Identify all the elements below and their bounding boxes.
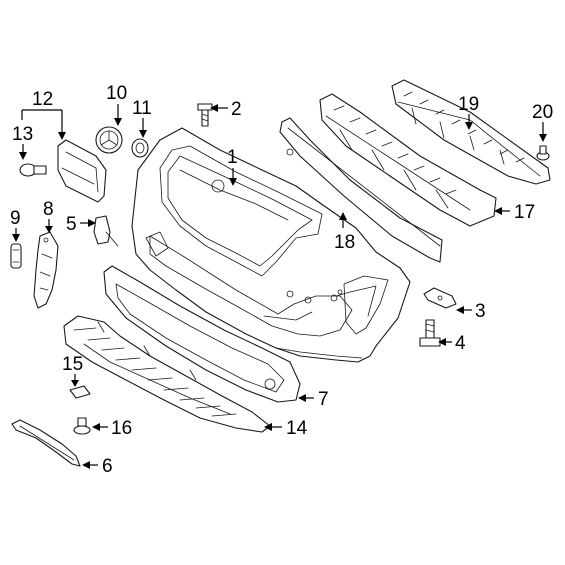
callout-17: 17: [514, 202, 535, 223]
callout-9: 9: [10, 208, 21, 229]
part-3-bracket[interactable]: [423, 287, 457, 309]
part-7-lower-trim[interactable]: [103, 265, 301, 403]
callout-labels: 1 2 3 4 5 6 7 8 9 10 11 12 13 14 15 16 1…: [10, 83, 553, 477]
part-19-upper-absorber[interactable]: [391, 79, 551, 185]
part-6-spoiler-strip[interactable]: [11, 419, 81, 467]
callout-5: 5: [66, 214, 77, 235]
part-9-clip[interactable]: [10, 243, 22, 269]
part-2-bolt[interactable]: [197, 103, 213, 127]
part-12-plate-bracket[interactable]: [57, 139, 107, 203]
part-11-grommet[interactable]: [131, 138, 149, 158]
callout-7: 7: [318, 389, 329, 410]
part-18-bar[interactable]: [279, 117, 443, 263]
leader-lines: [12, 104, 547, 469]
part-17-lower-absorber[interactable]: [319, 93, 497, 227]
part-4-bolt[interactable]: [419, 319, 441, 347]
callout-10: 10: [106, 83, 127, 104]
callout-13: 13: [12, 124, 33, 145]
part-5-sensor-bracket[interactable]: [93, 215, 119, 247]
part-20-screw[interactable]: [536, 145, 550, 161]
callout-16: 16: [111, 418, 132, 439]
callout-19: 19: [458, 94, 479, 115]
callout-1: 1: [227, 147, 238, 168]
callout-4: 4: [455, 333, 466, 354]
callout-18: 18: [334, 232, 355, 253]
part-15-retainer[interactable]: [69, 385, 91, 399]
callout-20: 20: [532, 102, 553, 123]
part-8-side-bracket[interactable]: [33, 231, 59, 309]
callout-14: 14: [286, 418, 308, 439]
callout-8: 8: [43, 199, 54, 220]
callout-11: 11: [132, 98, 152, 119]
callout-15: 15: [62, 354, 83, 375]
callout-2: 2: [231, 99, 242, 120]
part-16-bolt[interactable]: [73, 417, 91, 435]
callout-3: 3: [475, 301, 486, 322]
part-10-emblem[interactable]: [95, 126, 123, 154]
callout-12: 12: [32, 89, 53, 110]
part-13-push-pin[interactable]: [19, 163, 47, 177]
callout-6: 6: [102, 456, 113, 477]
